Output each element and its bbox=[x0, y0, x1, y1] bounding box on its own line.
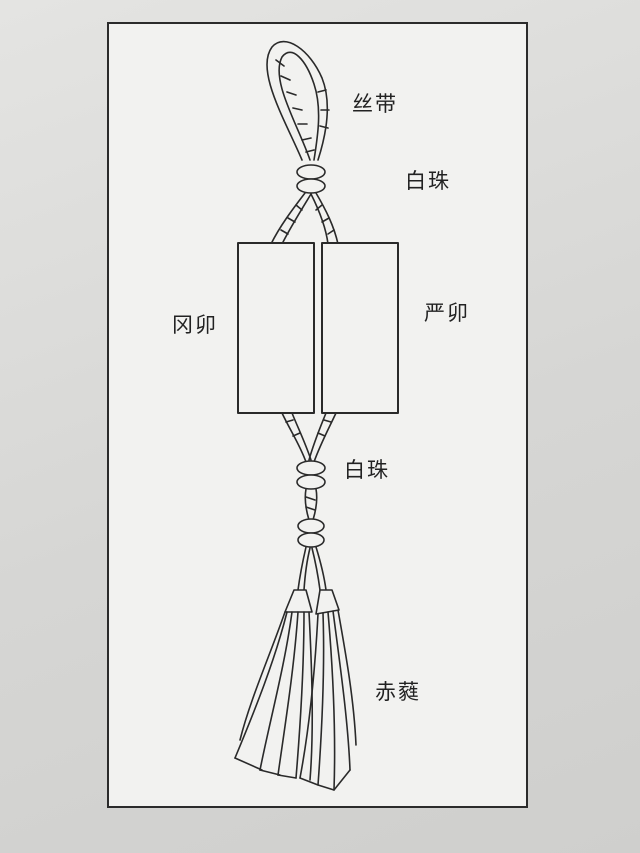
cord-left-upper bbox=[270, 192, 306, 245]
white-bead-lower-1 bbox=[297, 518, 325, 534]
label-white-bead-bottom: 白珠 bbox=[344, 458, 390, 482]
diagram-frame bbox=[107, 22, 528, 808]
white-bead-top-2 bbox=[296, 178, 326, 194]
tassel-cap-right bbox=[315, 589, 340, 615]
silk-cord-loop-inner bbox=[278, 51, 320, 161]
white-bead-lower-2 bbox=[297, 532, 325, 548]
cord-right-lower bbox=[313, 412, 337, 463]
tassel-strands-right bbox=[299, 609, 357, 791]
tassel-strands-left bbox=[234, 611, 314, 781]
label-white-bead-top: 白珠 bbox=[405, 169, 451, 193]
tassel-cap-left bbox=[284, 589, 313, 613]
white-bead-bottom-2 bbox=[296, 474, 326, 490]
label-silk-cord: 丝带 bbox=[352, 92, 398, 116]
white-bead-bottom-1 bbox=[296, 460, 326, 476]
label-yanmao: 严卯 bbox=[424, 301, 470, 325]
gangmao-plate bbox=[237, 242, 315, 414]
silk-cord-loop bbox=[266, 40, 329, 161]
white-bead-top-1 bbox=[296, 164, 326, 180]
label-gangmao: 冈卯 bbox=[172, 313, 218, 337]
cord-left-lower bbox=[281, 412, 307, 463]
yanmao-plate bbox=[321, 242, 399, 414]
label-red-tassel: 赤蕤 bbox=[375, 680, 421, 704]
